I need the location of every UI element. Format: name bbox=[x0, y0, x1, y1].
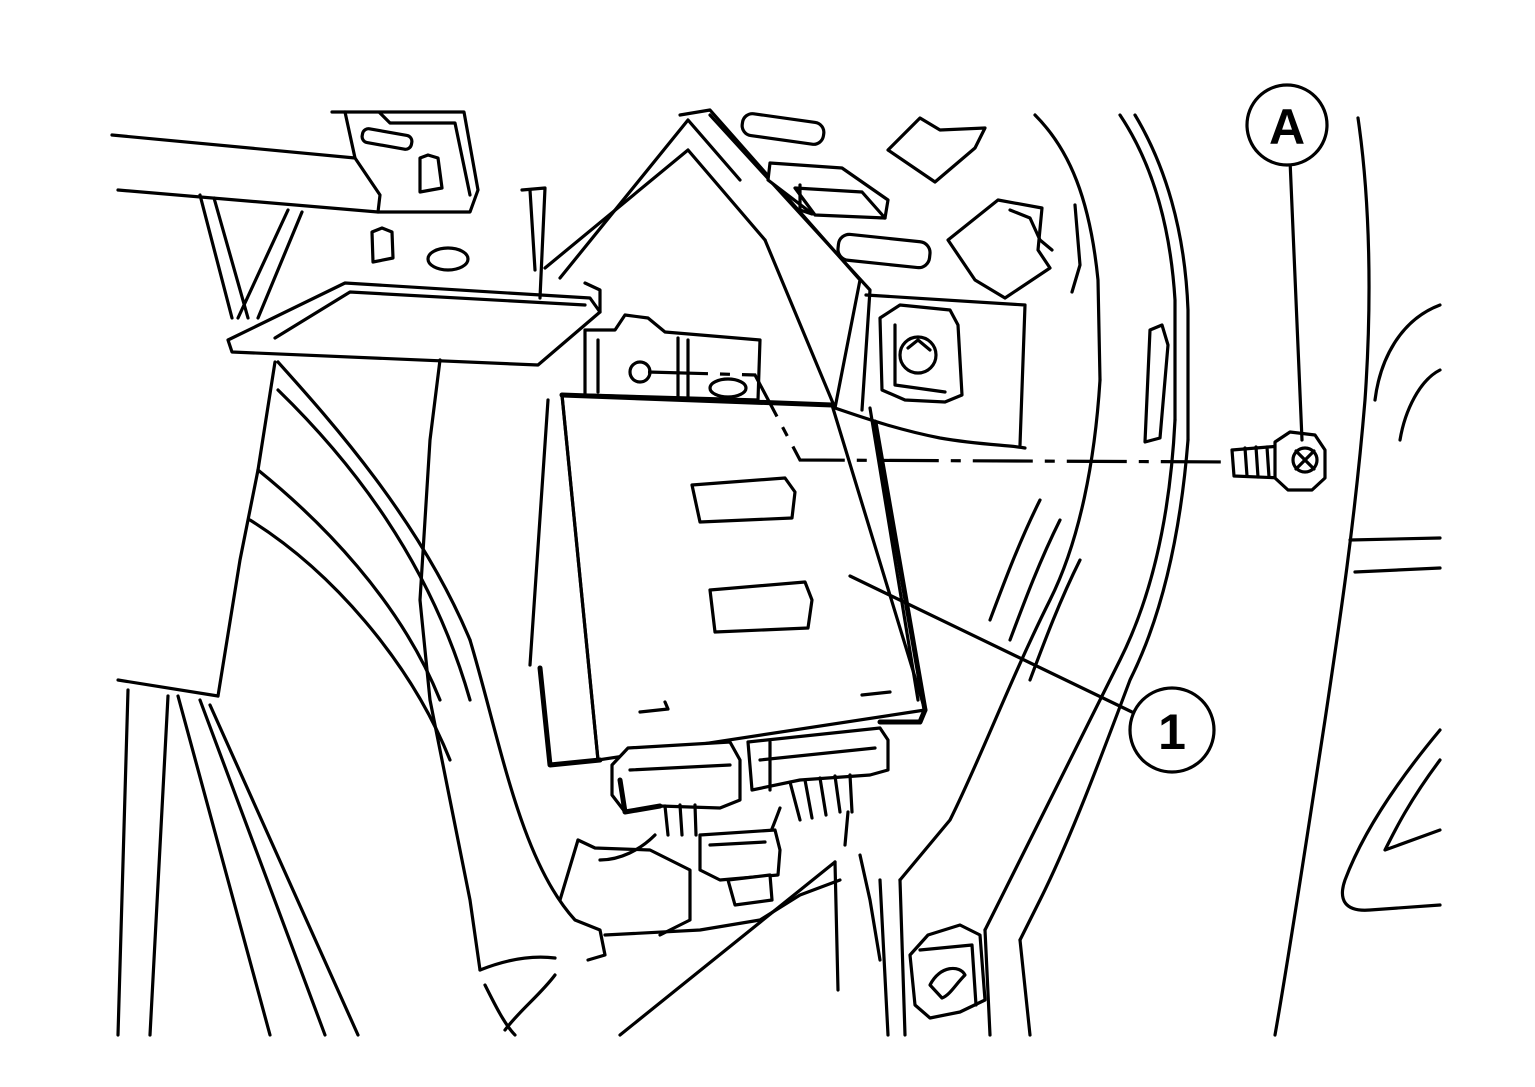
center-console-frame bbox=[543, 108, 872, 412]
console-slot-details bbox=[740, 112, 932, 270]
lower-console-parts bbox=[558, 828, 882, 1037]
dash-support-struts bbox=[198, 193, 304, 320]
ecm-mounting-plate bbox=[583, 313, 762, 402]
installation-path bbox=[647, 370, 1236, 464]
upper-console-right-edge bbox=[833, 293, 1027, 450]
upper-right-vents bbox=[886, 116, 1082, 300]
wire-harness-bundle bbox=[248, 358, 607, 1037]
upper-dash-bracket bbox=[110, 110, 480, 272]
mounting-bolt bbox=[1230, 430, 1327, 492]
ecm-unit bbox=[528, 392, 928, 768]
callout-a: A bbox=[1245, 83, 1329, 167]
callout-1: 1 bbox=[1128, 686, 1216, 774]
left-trim-panel bbox=[116, 360, 360, 1037]
callout-a-label: A bbox=[1269, 99, 1305, 155]
ecm-connectors bbox=[598, 726, 890, 882]
leader-line-ref-a bbox=[1288, 158, 1304, 442]
callout-1-label: 1 bbox=[1158, 704, 1186, 760]
lower-shelf-bracket bbox=[226, 186, 602, 367]
a-pillar-trim bbox=[878, 113, 1190, 1037]
right-body-panel bbox=[1273, 116, 1442, 1037]
clip-lower bbox=[908, 923, 987, 1020]
leader-line-part-1 bbox=[848, 574, 1134, 714]
clip-upper bbox=[878, 303, 964, 404]
